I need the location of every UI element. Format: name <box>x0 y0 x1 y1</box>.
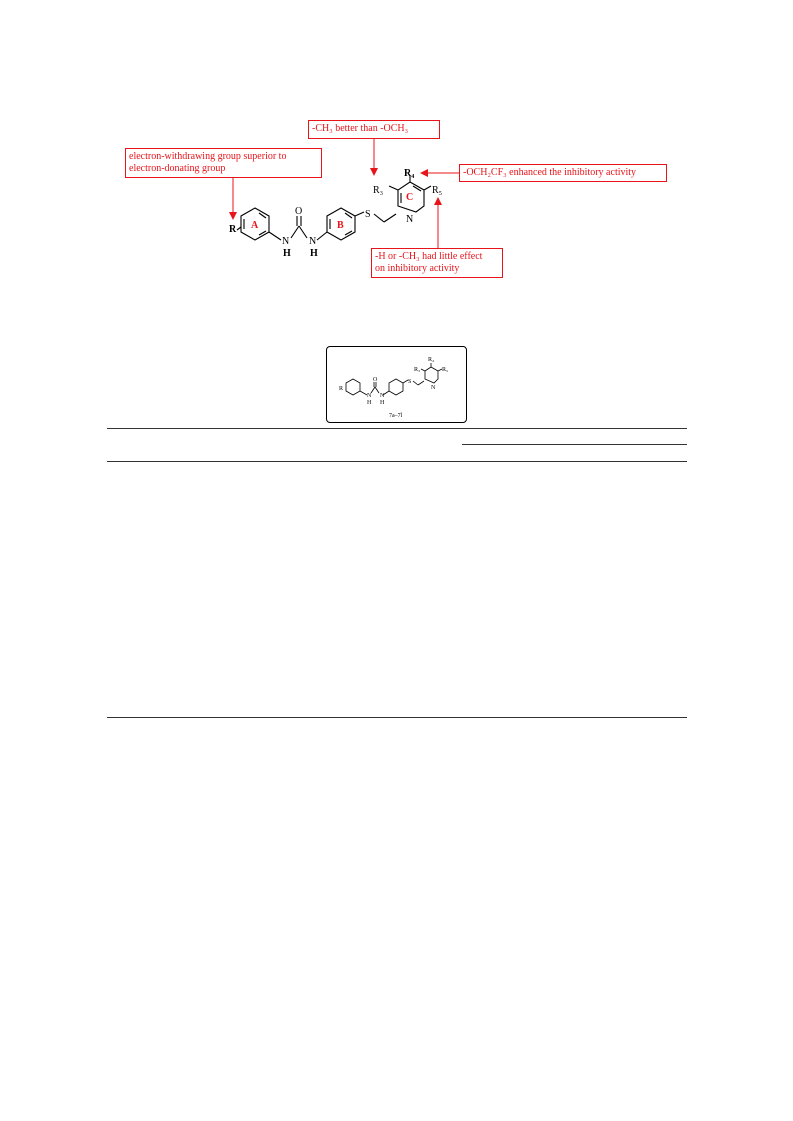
atom-n-pyridine: N <box>406 214 413 225</box>
atom-r: R <box>229 224 237 235</box>
inset-atom-s: S <box>408 379 411 385</box>
inset-atom-npy: N <box>431 385 436 391</box>
inset-atom-r4: R₄ <box>428 357 434 363</box>
atom-r4: R₄ <box>404 168 414 179</box>
ring-label-c: C <box>406 192 413 203</box>
inset-atom-o: O <box>373 377 378 383</box>
compound-label: 7a–7l <box>389 413 403 419</box>
inset-atom-h2: H <box>380 400 385 406</box>
atom-n-right: N <box>309 236 316 247</box>
inset-atom-h1: H <box>367 400 372 406</box>
ring-label-a: A <box>251 220 259 231</box>
sar-figure: R N H O N H S N R₃ R₄ R₅ A B C <box>229 139 459 259</box>
atom-h-left: H <box>283 248 291 259</box>
callout-arrows <box>229 139 459 248</box>
atom-r5: R₅ <box>432 185 442 196</box>
table-bottom-rule <box>107 717 687 718</box>
compound-inset-box: R O N H N H S N R₃ R₄ R₅ 7a–7l <box>326 346 467 423</box>
callout-r4: -OCH₂CF₃ enhanced the inhibitory activit… <box>459 164 667 182</box>
inset-atom-r5: R₅ <box>442 367 448 373</box>
callout-r3: -CH₃ better than -OCH₃ <box>308 120 440 139</box>
atom-s: S <box>365 209 371 220</box>
table-subheader-rule <box>462 444 687 445</box>
molecule-atoms: R N H O N H S N R₃ R₄ R₅ <box>229 168 442 259</box>
inset-atom-n2: N <box>380 393 385 399</box>
ring-labels: A B C <box>251 192 413 231</box>
atom-r3: R₃ <box>373 185 383 196</box>
ring-label-b: B <box>337 220 344 231</box>
inset-structure: R O N H N H S N R₃ R₄ R₅ 7a–7l <box>339 357 448 419</box>
inset-atom-r: R <box>339 386 343 392</box>
atom-h-right: H <box>310 248 318 259</box>
callout-r5: -H or -CH₃ had little effect on inhibito… <box>371 248 503 278</box>
molecule-structure <box>236 176 432 241</box>
inset-atom-r3: R₃ <box>414 367 420 373</box>
table-top-rule <box>107 428 687 429</box>
inset-atom-n1: N <box>367 393 372 399</box>
atom-n-left: N <box>282 236 289 247</box>
callout-ring-a: electron-withdrawing group superior to e… <box>125 148 322 178</box>
ring-a <box>240 207 270 241</box>
atom-o: O <box>295 206 302 217</box>
table-header-bottom-rule <box>107 461 687 462</box>
